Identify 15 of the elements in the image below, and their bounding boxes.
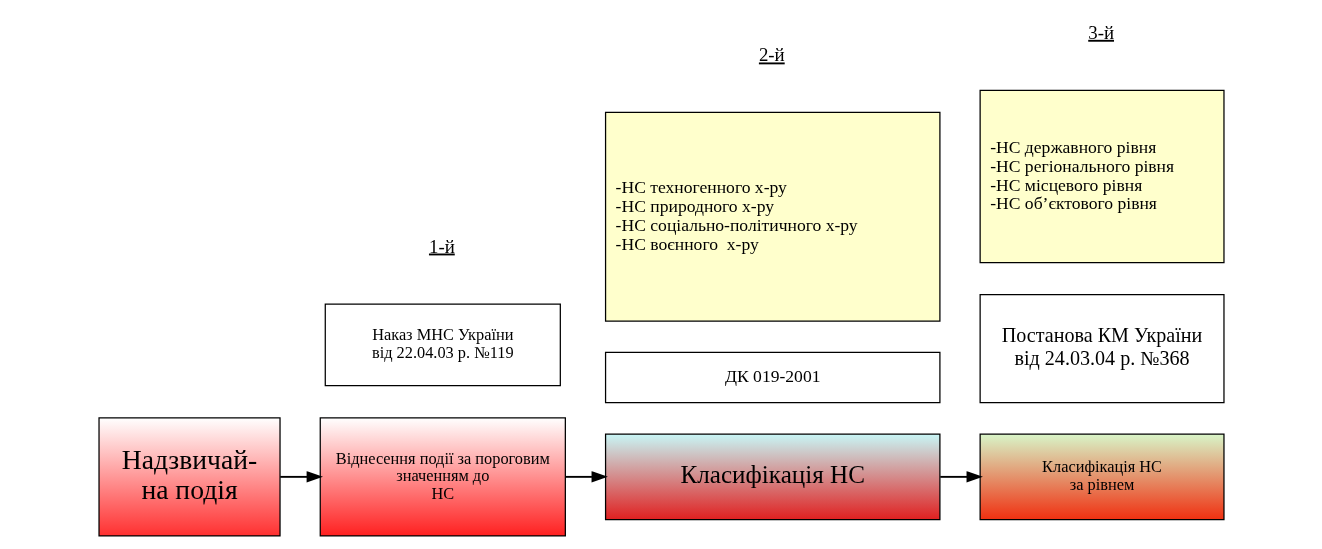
arrow [564,471,608,483]
node-box: Віднесення події за пороговим значенням до НС [319,417,566,537]
node-box: Наказ МНС України від 22.04.03 р. №119 [324,303,561,387]
node-box: -НС техногенного х-ру -НС природного х-ру -НС соціально-політичного х-ру -НС воєнного х-ру [604,111,941,322]
node-box: Класифікація НС [604,433,941,521]
node-box: -НС державного рівня -НС регіонального рівня -НС місцевого рівня -НС об’єктового рівня [979,89,1225,264]
label: 2-й [758,44,785,66]
node-box: Класифікація НС за рівнем [979,433,1225,521]
label: 1-й [428,235,455,257]
node-box: Надзвичай- на подія [97,417,281,537]
node-box: ДК 019-2001 [604,351,941,404]
node-box: Постанова КМ України від 24.03.04 р. №368 [979,294,1225,404]
arrow [938,471,983,483]
arrow [278,471,323,483]
label: 3-й [1087,21,1114,43]
